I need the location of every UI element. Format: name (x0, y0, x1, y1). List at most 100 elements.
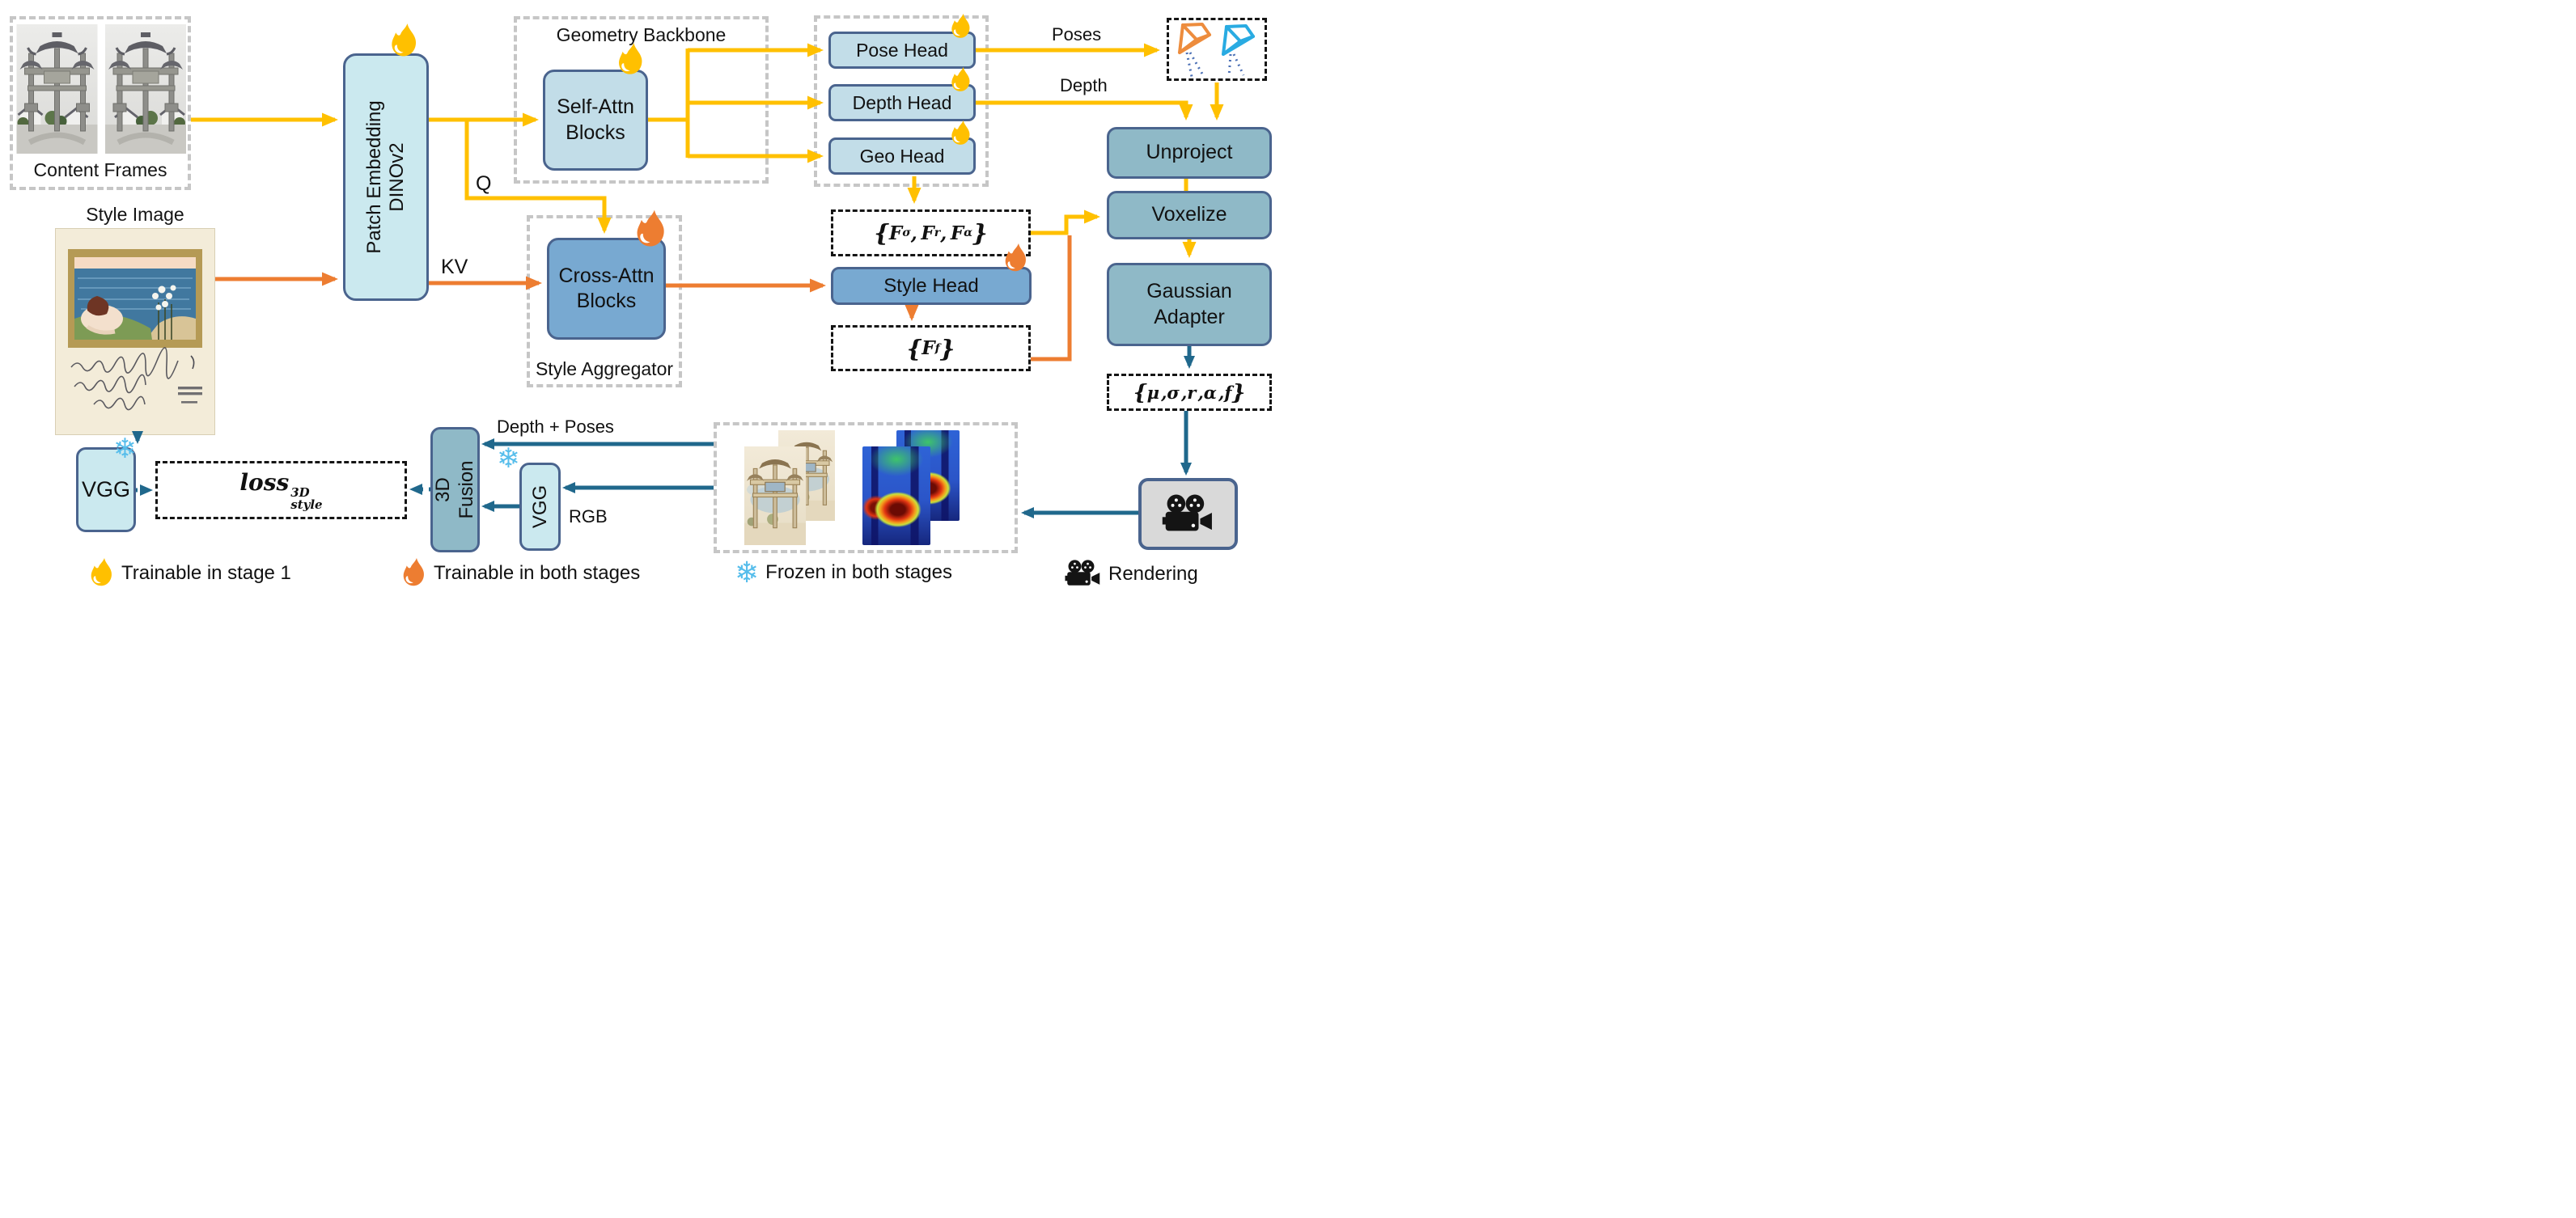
content-frames-group (10, 16, 191, 190)
content-frame-photo-1 (15, 24, 99, 154)
depth-head-box: Depth Head (828, 84, 976, 121)
gaussians-c2: , (1180, 382, 1188, 403)
camera-frustum-blue-icon (1222, 24, 1255, 56)
unproject-box: Unproject (1107, 127, 1272, 179)
patch-embedding-box (343, 53, 429, 301)
geo-feats-r: r (934, 226, 941, 239)
style-aggregator-label: Style Aggregator (535, 358, 674, 379)
pose-head-label: Pose Head (856, 39, 948, 61)
geo-feats-comma1: , (910, 222, 917, 244)
legend-label: Trainable in both stages (434, 562, 641, 584)
edge-features-to-voxelize (1031, 209, 1100, 235)
style-feats-open: { (906, 334, 922, 362)
flame-yellow-icon (950, 13, 972, 41)
geometry-backbone-group (514, 16, 769, 184)
geo-feats-close: } (972, 219, 988, 247)
patch-embedding-line2: DINOv2 (386, 142, 408, 212)
flame-orange-icon (1003, 243, 1029, 275)
self-attn-box: Self-Attn Blocks (543, 70, 648, 171)
vgg-render-box (519, 463, 561, 551)
snowflake-icon: ❄ (735, 556, 760, 589)
gaussians-sigma: σ (1167, 382, 1180, 403)
patch-embedding-label: Patch Embedding DINOv2 (343, 53, 429, 301)
geo-head-label: Geo Head (859, 145, 945, 167)
flame-yellow-icon (89, 556, 115, 590)
legend-trainable-stage1: Trainable in stage 1 (89, 556, 291, 590)
legend-frozen-both: ❄ Frozen in both stages (735, 558, 952, 587)
geo-feats-F2: F (921, 222, 934, 244)
pose-head-box: Pose Head (828, 32, 976, 69)
voxelize-label: Voxelize (1151, 203, 1227, 226)
snowflake-icon: ❄ (497, 443, 520, 474)
fusion-label: 3D Fusion (430, 427, 480, 552)
diagram-canvas: { "figure": { "type": "ml-architecture-d… (0, 0, 1288, 609)
depth-head-label: Depth Head (852, 91, 952, 113)
gaussians-c3: , (1197, 382, 1204, 403)
gaussians-c1: , (1161, 382, 1167, 403)
gaussians-c4: , (1218, 382, 1225, 403)
legend-label: Rendering (1108, 562, 1198, 585)
legend-trainable-both: Trainable in both stages (401, 556, 640, 590)
style-feats-F: F (922, 337, 935, 359)
fusion-line1: 3D (431, 477, 454, 502)
poses-label: Poses (1052, 24, 1102, 44)
flame-yellow-icon (950, 120, 972, 148)
geo-feats-F1: F (888, 222, 903, 244)
style-image (55, 228, 215, 435)
depth-label: Depth (1060, 75, 1108, 95)
flame-orange-icon (634, 209, 668, 252)
self-attn-line1: Self-Attn (557, 95, 634, 119)
geometry-backbone-label: Geometry Backbone (556, 24, 727, 45)
edge-depth-to-unproject (976, 100, 1193, 121)
kv-label: KV (441, 256, 468, 278)
gaussians-f: f (1224, 382, 1232, 403)
vgg-style-box: VGG (76, 447, 136, 532)
loss-sup: 3D (290, 484, 310, 500)
gaussians-close: } (1231, 379, 1246, 405)
vgg-render-text: VGG (528, 484, 551, 529)
depth-poses-label: Depth + Poses (497, 417, 614, 437)
geo-feats-sigma: σ (902, 226, 911, 239)
gaussians-open: { (1133, 379, 1147, 405)
camera-icon (1162, 494, 1215, 535)
content-frame-photo-2 (103, 24, 189, 154)
patch-embedding-line1: Patch Embedding (363, 100, 385, 254)
geo-feats-alpha: α (964, 226, 973, 239)
q-label: Q (476, 172, 492, 195)
camera-frustum-orange-icon (1178, 23, 1211, 54)
self-attn-line2: Blocks (566, 121, 625, 144)
flame-yellow-icon (616, 42, 646, 78)
style-head-box: Style Head (831, 267, 1032, 305)
poses-frustums-box (1167, 18, 1267, 81)
depth-map-front (862, 446, 930, 545)
edge-stylefeat-return (1031, 235, 1072, 362)
geo-feats-open: { (874, 219, 889, 247)
legend-rendering: Rendering (1065, 560, 1198, 588)
flame-yellow-icon (389, 23, 420, 61)
fusion-box (430, 427, 480, 552)
gaussians-r: r (1187, 382, 1197, 403)
style-image-label: Style Image (86, 204, 184, 225)
cross-attn-line1: Cross-Attn (558, 264, 655, 287)
rgb-label: RGB (569, 506, 608, 527)
stylized-render-front (741, 446, 809, 545)
voxelize-box: Voxelize (1107, 191, 1272, 239)
geo-head-box: Geo Head (828, 137, 976, 175)
gaussians-mu: μ (1146, 382, 1159, 403)
snowflake-icon: ❄ (113, 433, 137, 464)
vgg-style-label: VGG (81, 476, 130, 501)
unproject-label: Unproject (1146, 141, 1233, 164)
flame-yellow-icon (950, 66, 972, 95)
geo-feats-comma2: , (940, 222, 947, 244)
style-feats-f: f (934, 341, 940, 355)
gaussian-adapter-line2: Adapter (1154, 305, 1225, 328)
legend-label: Trainable in stage 1 (121, 562, 291, 584)
cross-attn-box: Cross-Attn Blocks (547, 238, 666, 340)
geo-feats-F3: F (950, 222, 964, 244)
gaussian-adapter-line1: Gaussian (1146, 280, 1232, 303)
gaussians-alpha: α (1203, 382, 1217, 403)
